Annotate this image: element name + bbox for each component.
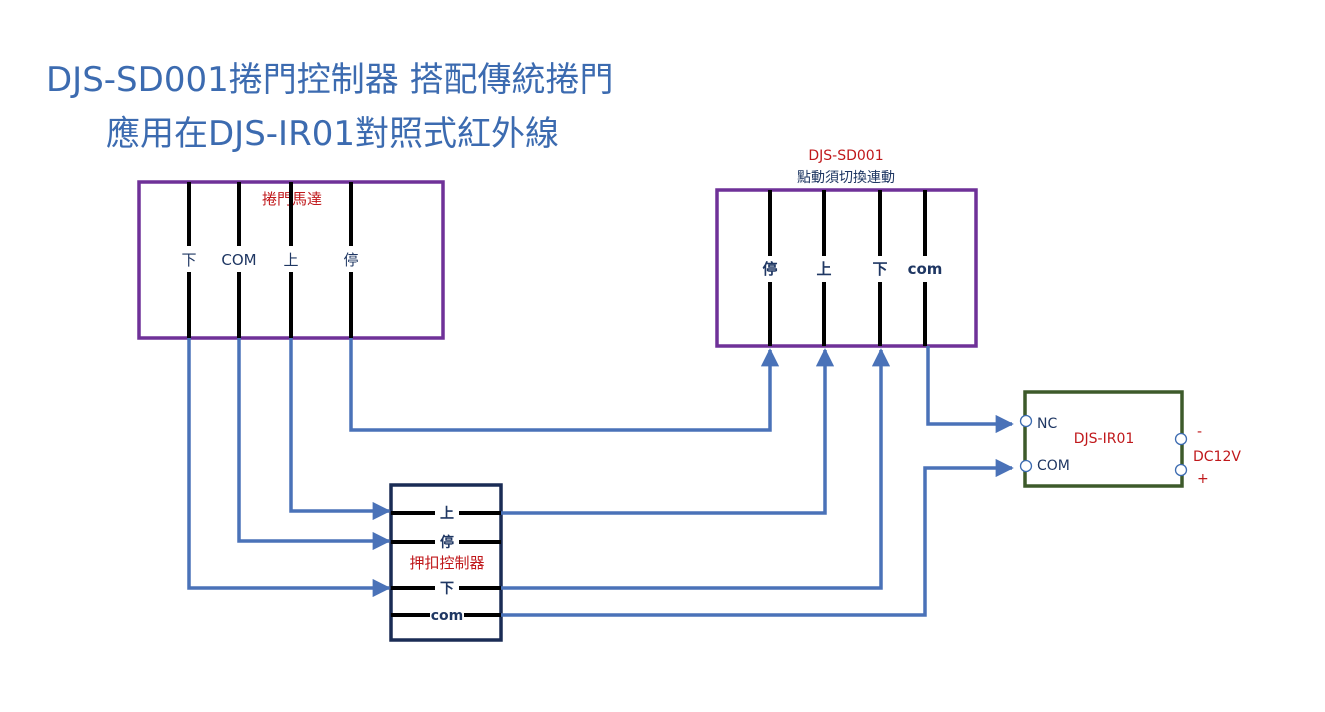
diagram-title-line2: 應用在DJS-IR01對照式紅外線 [106, 114, 559, 154]
push-terminal-up-label: 上 [440, 506, 454, 522]
wire-motor-com-to-push-stop [237, 338, 391, 551]
wire-motor-down-to-push-down [187, 338, 391, 598]
wire-sd001-com-to-ir01-nc [926, 346, 1014, 434]
push-terminal-down-label: 下 [440, 581, 454, 597]
motor-terminal-stop-label: 停 [343, 251, 358, 269]
ir01-nc-terminal-icon [1019, 414, 1033, 428]
sd001-terminal-stop-label: 停 [762, 260, 777, 278]
wire-push-com-to-ir01-com [501, 458, 1014, 617]
ir01-plus-terminal-icon [1174, 463, 1188, 477]
push-box-border [389, 483, 503, 642]
wire-push-up-to-sd001-up [501, 348, 835, 515]
ir01-minus-terminal-icon [1174, 432, 1188, 446]
motor-terminal-down-label: 下 [181, 251, 196, 269]
sd001-terminal-com-label: com [908, 260, 943, 278]
push-terminal-com-label: com [431, 608, 464, 624]
sd001-terminal-up-label: 上 [816, 260, 831, 278]
motor-box: 捲門馬達 下 COM 上 停 [137, 180, 445, 340]
sd001-terminal-down-label: 下 [872, 260, 887, 278]
sd001-subtitle: 點動須切換連動 [797, 170, 895, 186]
sd001-model-label: DJS-SD001 [808, 148, 883, 164]
motor-terminal-com-label: COM [221, 251, 256, 269]
push-box-label: 押扣控制器 [409, 554, 484, 572]
motor-terminal-up-label: 上 [283, 251, 298, 269]
wire-motor-up-to-push-up [289, 338, 391, 521]
push-controller-box: 上 停 下 com 押扣控制器 [389, 483, 503, 642]
wire-motor-stop-to-sd001-stop [349, 338, 780, 432]
ir01-com-terminal-icon [1019, 459, 1033, 473]
wire-push-down-to-sd001-down [501, 348, 891, 590]
ir01-minus-label: - [1197, 424, 1202, 440]
sd001-box-border [715, 188, 978, 348]
ir01-power-label: DC12V [1193, 449, 1241, 465]
ir01-nc-label: NC [1037, 416, 1057, 432]
diagram-title-line1: DJS-SD001捲門控制器 搭配傳統捲門 [46, 60, 614, 100]
push-terminal-stop-label: 停 [440, 534, 454, 551]
ir01-box: NC COM DJS-IR01 - DC12V + [1019, 390, 1241, 488]
ir01-com-label: COM [1037, 458, 1070, 474]
ir01-plus-label: + [1197, 471, 1209, 487]
sd001-box: DJS-SD001 點動須切換連動 停 上 下 com [715, 148, 978, 348]
ir01-model-label: DJS-IR01 [1074, 431, 1135, 447]
